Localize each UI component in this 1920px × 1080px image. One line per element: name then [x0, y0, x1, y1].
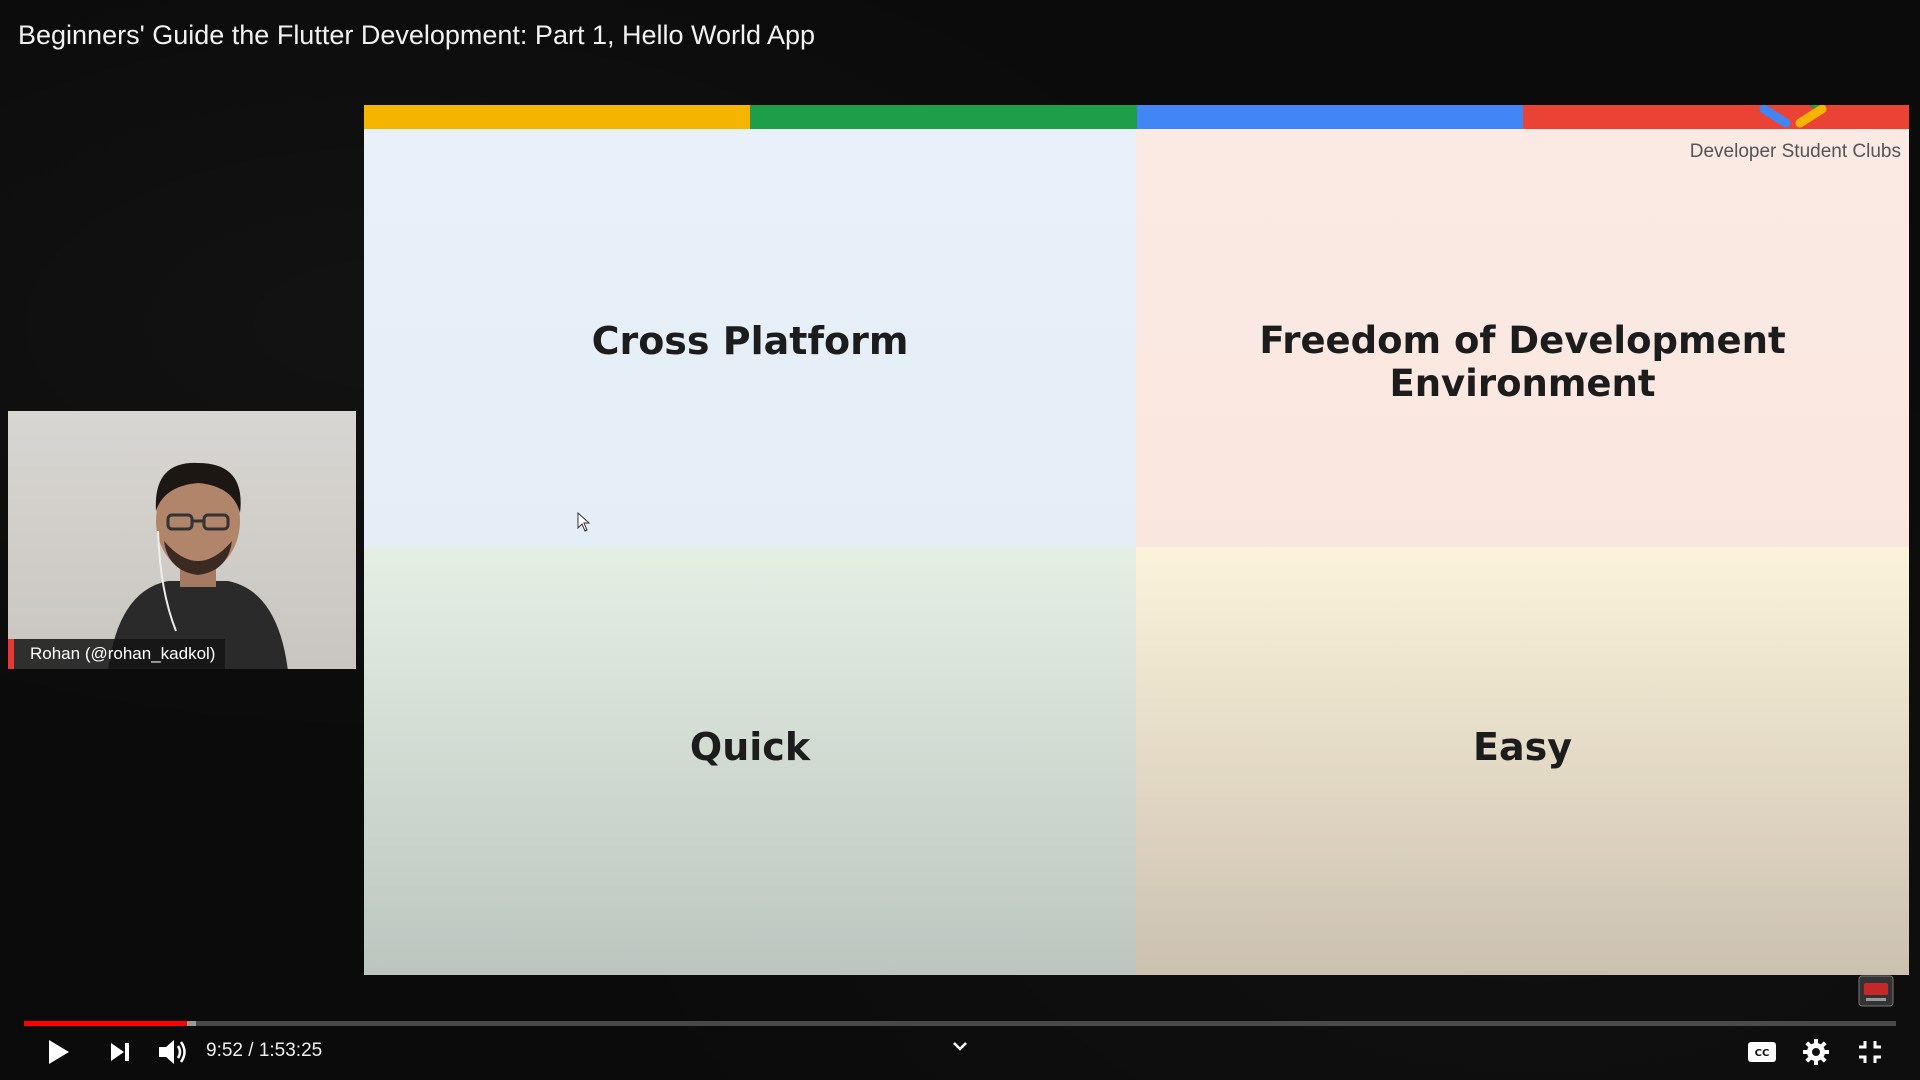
time-separator: /: [242, 1040, 259, 1061]
quadrant-label-easy: Easy: [1473, 725, 1572, 769]
quadrant-label-quick: Quick: [689, 725, 811, 769]
svg-text:CC: CC: [1755, 1048, 1770, 1059]
channel-watermark-icon[interactable]: [1858, 975, 1894, 1007]
speaker-figure: [108, 462, 288, 669]
slide-color-bar: [364, 105, 1909, 129]
video-progress-bar[interactable]: [24, 1021, 1896, 1026]
quadrant-label-cross-platform: Cross Platform: [591, 319, 909, 363]
exit-fullscreen-button[interactable]: [1850, 1030, 1890, 1074]
quadrant-label-freedom: Freedom of Development Environment: [1259, 319, 1786, 405]
mouse-cursor-icon: [577, 512, 591, 532]
quadrant-bottom-right: Easy: [1136, 547, 1909, 975]
color-bar-red: [1522, 105, 1909, 129]
chevron-down-icon: [953, 1042, 967, 1051]
play-button[interactable]: [38, 1030, 78, 1074]
volume-icon: [159, 1040, 186, 1064]
play-icon: [49, 1040, 69, 1064]
dsc-logo-icon: [1759, 105, 1827, 128]
duration: 1:53:25: [258, 1040, 323, 1061]
presentation-slide: Cross Platform Freedom of Development En…: [364, 105, 1909, 975]
color-bar-blue: [1136, 105, 1523, 129]
video-title[interactable]: Beginners' Guide the Flutter Development…: [18, 20, 816, 50]
quadrant-bottom-left: Quick: [364, 547, 1136, 975]
played-bar: [24, 1021, 187, 1026]
settings-icon: [1803, 1039, 1829, 1065]
player-controls: CC: [0, 1030, 1920, 1080]
next-button[interactable]: [100, 1030, 140, 1074]
current-time: 9:52: [206, 1040, 243, 1061]
settings-button[interactable]: [1796, 1030, 1836, 1074]
dsc-brand-text: Developer Student Clubs: [1689, 141, 1901, 162]
chapters-toggle-button[interactable]: [945, 1024, 975, 1068]
color-bar-green: [750, 105, 1137, 129]
captions-button[interactable]: CC: [1742, 1030, 1782, 1074]
quadrant-top-right: Freedom of Development Environment: [1136, 129, 1909, 547]
quadrant-top-left: Cross Platform: [364, 129, 1136, 547]
speaker-name-label: Rohan (@rohan_kadkol): [8, 639, 226, 669]
exit-fullscreen-icon: [1859, 1041, 1881, 1063]
speaker-webcam: Rohan (@rohan_kadkol): [8, 411, 356, 669]
captions-icon: CC: [1748, 1042, 1776, 1062]
color-bar-yellow: [364, 105, 751, 129]
mute-button[interactable]: [152, 1030, 194, 1074]
next-icon: [111, 1043, 129, 1061]
time-display: 9:52 / 1:53:25: [206, 1040, 322, 1062]
